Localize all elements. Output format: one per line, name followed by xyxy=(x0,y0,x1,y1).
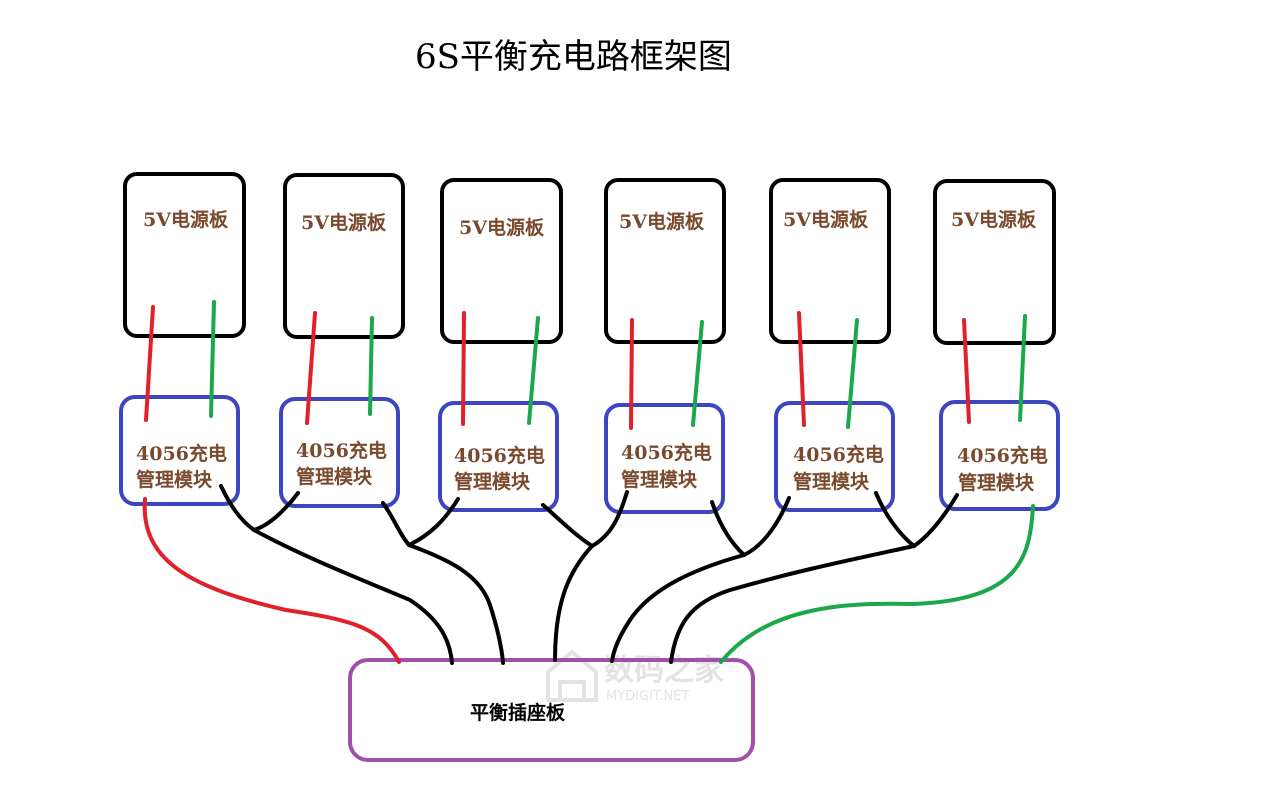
watermark-text-en: MYDIGIT.NET xyxy=(606,689,689,704)
power-board-2: 5V电源板 xyxy=(283,173,405,339)
wire-link xyxy=(407,497,460,547)
power-board-6: 5V电源板 xyxy=(933,179,1056,345)
charge-module-label-line1: 4056充电 xyxy=(793,443,884,466)
wire-link xyxy=(874,491,916,548)
charge-module-5: 4056充电 管理模块 xyxy=(774,401,895,512)
charge-module-box xyxy=(604,403,725,514)
power-board-box xyxy=(769,178,891,344)
charge-module-3: 4056充电 管理模块 xyxy=(438,401,559,512)
power-board-box xyxy=(440,178,563,344)
charge-module-label-line1: 4056充电 xyxy=(454,444,545,467)
wire-link xyxy=(381,501,411,547)
charge-module-label-line2: 管理模块 xyxy=(296,465,373,488)
wire-green xyxy=(846,318,859,429)
charge-module-box xyxy=(279,397,400,508)
wire-link xyxy=(742,496,791,557)
wire-red xyxy=(144,305,155,422)
balance-socket-board-box xyxy=(348,658,755,762)
charge-module-6: 4056充电 管理模块 xyxy=(939,400,1060,511)
wire-red xyxy=(797,311,806,427)
wire-link xyxy=(610,553,746,663)
wire-green xyxy=(1018,314,1027,422)
charge-module-box xyxy=(939,400,1060,511)
charge-module-box xyxy=(438,401,559,512)
charge-module-2: 4056充电 管理模块 xyxy=(279,397,400,508)
balance-socket-board: 平衡插座板 xyxy=(348,658,755,762)
power-board-5: 5V电源板 xyxy=(769,178,891,344)
wire-red xyxy=(629,318,634,430)
charge-module-label-line1: 4056充电 xyxy=(957,444,1048,467)
charge-module-label-line2: 管理模块 xyxy=(958,471,1035,494)
charge-module-label-line1: 4056充电 xyxy=(621,441,712,464)
charge-module-4: 4056充电 管理模块 xyxy=(604,403,725,514)
wire-link xyxy=(710,500,746,557)
wire-link xyxy=(541,503,594,548)
wire-link xyxy=(669,544,916,664)
wire-link xyxy=(407,543,505,665)
power-boards: 5V电源板 5V电源板 5V电源板 5V电源板 5V电源板 5V电源板 xyxy=(123,172,1056,345)
wire-green xyxy=(368,316,374,416)
power-board-4: 5V电源板 xyxy=(604,178,726,344)
charge-module-1: 4056充电 管理模块 xyxy=(119,395,240,506)
power-board-label: 5V电源板 xyxy=(459,216,545,239)
wire-green xyxy=(691,320,704,427)
psu-module-wires xyxy=(144,300,1027,430)
charge-module-label-line2: 管理模块 xyxy=(793,470,870,493)
wire-green xyxy=(527,316,540,425)
power-board-label: 5V电源板 xyxy=(783,208,869,231)
power-board-box xyxy=(933,179,1056,345)
charge-module-label-line1: 4056充电 xyxy=(136,442,227,465)
power-board-1: 5V电源板 xyxy=(123,172,246,338)
power-board-3: 5V电源板 xyxy=(440,178,563,344)
wire-link xyxy=(590,490,629,548)
wire-link xyxy=(219,484,256,532)
wire-link xyxy=(252,491,300,532)
wire-link xyxy=(252,528,454,665)
charge-module-label-line2: 管理模块 xyxy=(454,470,531,493)
wire-red xyxy=(142,497,401,664)
wire-red xyxy=(305,311,317,425)
module-board-wires xyxy=(142,484,1035,665)
wire-red xyxy=(461,311,466,426)
charge-modules: 4056充电 管理模块 4056充电 管理模块 4056充电 管理模块 4056… xyxy=(119,395,1060,514)
power-board-label: 5V电源板 xyxy=(143,208,229,231)
power-board-label: 5V电源板 xyxy=(301,211,387,234)
wire-link xyxy=(912,493,959,548)
power-board-box xyxy=(123,172,246,338)
power-board-box xyxy=(604,178,726,344)
wire-green xyxy=(209,300,216,418)
charge-module-label-line1: 4056充电 xyxy=(296,439,387,462)
wire-green xyxy=(719,504,1035,664)
charge-module-label-line2: 管理模块 xyxy=(621,468,698,491)
diagram-title: 6S平衡充电路框架图 xyxy=(415,37,732,77)
charge-module-box xyxy=(774,401,895,512)
charge-module-box xyxy=(119,395,240,506)
power-board-box xyxy=(283,173,405,339)
power-board-label: 5V电源板 xyxy=(951,208,1037,231)
charge-module-label-line2: 管理模块 xyxy=(136,468,213,491)
wire-link xyxy=(553,544,594,662)
power-board-label: 5V电源板 xyxy=(619,210,705,233)
balance-socket-board-label: 平衡插座板 xyxy=(470,701,566,724)
wire-red xyxy=(962,318,971,424)
